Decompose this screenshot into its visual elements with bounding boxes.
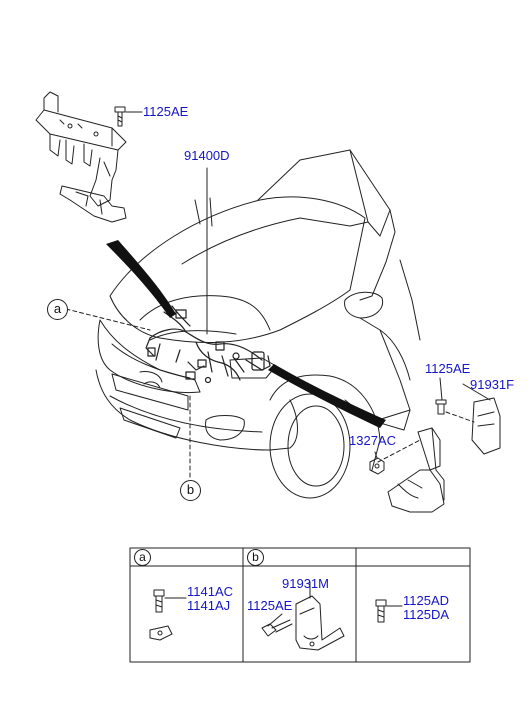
harness-swoop-left <box>106 240 176 318</box>
leader-lines <box>206 167 491 459</box>
detail-b-bracket <box>295 581 345 651</box>
callout-91931f: 91931F <box>470 377 515 392</box>
detail-c-bolt <box>375 599 403 623</box>
label-1125ae-detail: 1125AE <box>247 598 293 613</box>
detail-a-clip <box>149 625 173 641</box>
upper-bracket-illustration <box>35 91 127 223</box>
callout-1125ae-top: 1125AE <box>143 104 189 119</box>
label-1125da: 1125DA <box>403 607 450 622</box>
harness-swoop-right <box>268 364 386 428</box>
reference-circle-a: a <box>47 299 68 320</box>
table-header-a: a <box>134 549 151 566</box>
wiring-harness-91400d <box>145 305 271 384</box>
label-1141aj: 1141AJ <box>187 598 231 613</box>
label-1141ac: 1141AC <box>187 584 234 599</box>
label-1125ad: 1125AD <box>403 593 450 608</box>
detail-a-bolt <box>153 589 187 613</box>
reference-lines <box>65 308 475 481</box>
detail-b-bolt <box>261 613 293 637</box>
engine-bay <box>139 295 271 341</box>
label-91931m: 91931M <box>282 576 329 591</box>
table-header-b: b <box>247 549 264 566</box>
bolt-1125ae-top <box>114 106 143 127</box>
callout-91400d: 91400D <box>184 148 230 163</box>
right-bracket-assembly <box>369 397 501 513</box>
reference-circle-b: b <box>180 480 201 501</box>
detail-table-grid <box>129 547 471 663</box>
callout-1125ae-right: 1125AE <box>425 361 471 376</box>
callout-1327ac: 1327AC <box>349 433 396 448</box>
